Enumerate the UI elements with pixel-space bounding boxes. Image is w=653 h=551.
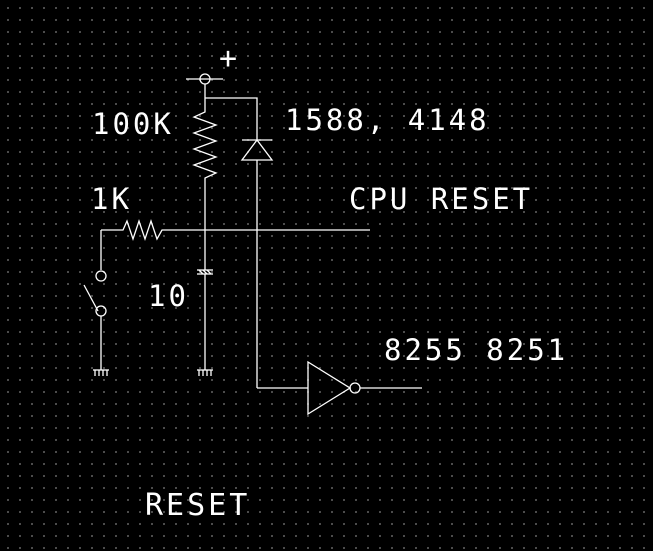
label-cpu-reset: CPU RESET [349, 182, 534, 216]
label-resistor-1k: 1K [91, 182, 132, 216]
wire-top [205, 97, 258, 140]
label-resistor-100k: 100K [92, 107, 174, 141]
supply-terminal [186, 73, 223, 98]
inverter-gate [257, 360, 422, 416]
resistor-100k [192, 98, 218, 184]
label-capacitor: 10 [148, 279, 189, 313]
resistor-1k [100, 218, 370, 270]
label-diode: 1588, 4148 [285, 103, 490, 137]
capacitor-10 [197, 269, 213, 370]
reset-switch [83, 270, 107, 370]
label-plus: + [219, 41, 238, 76]
diagram-title: RESET [145, 488, 251, 523]
diode [240, 138, 274, 388]
ground-symbol-switch [93, 369, 109, 376]
label-outputs: 8255 8251 [384, 333, 569, 367]
ground-symbol-cap [197, 369, 213, 376]
